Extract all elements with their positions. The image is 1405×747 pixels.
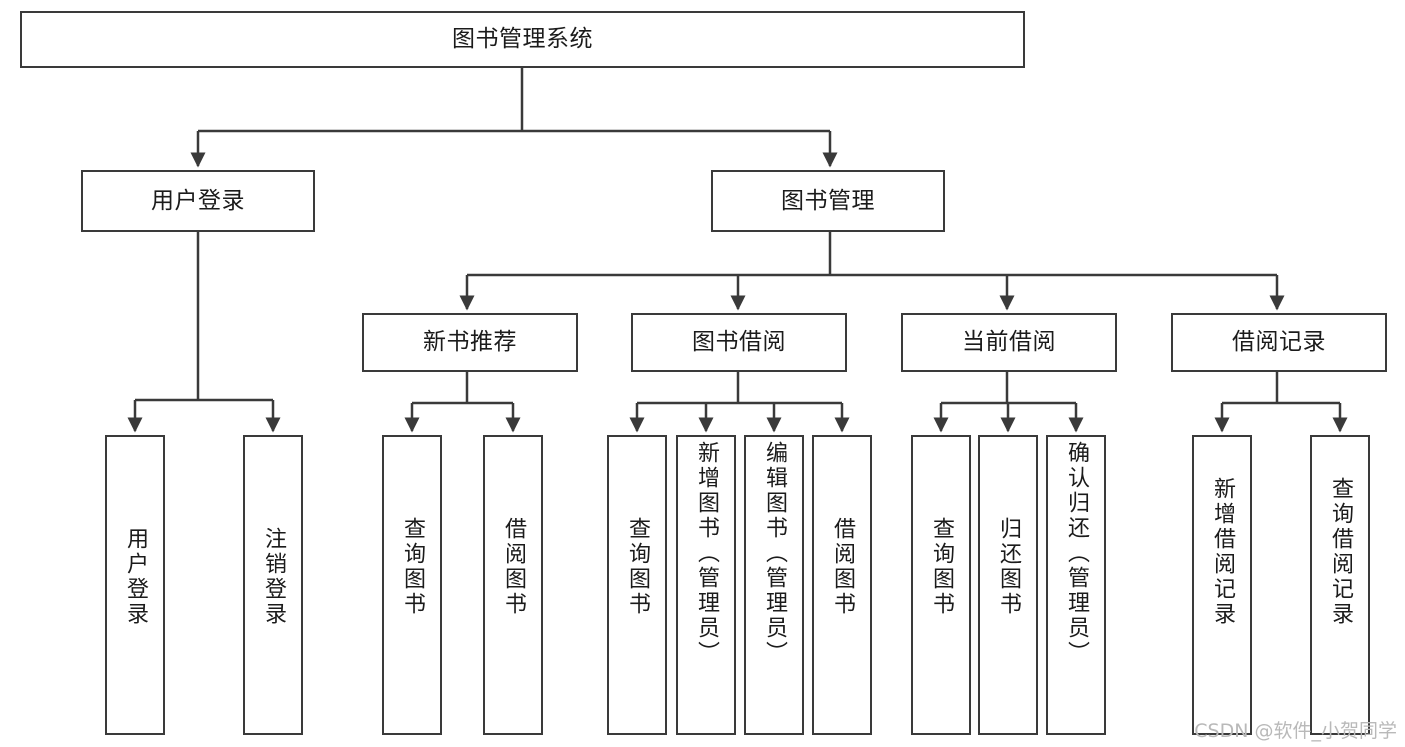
leaf-user-login[interactable]: 用户登录 <box>105 435 165 735</box>
watermark-text: CSDN @软件_小贺同学 <box>1194 720 1397 742</box>
leaf-query-book-3[interactable]: 查询图书 <box>911 435 971 735</box>
node-user-login-label: 用户登录 <box>151 187 245 214</box>
leaf-return-book-label: 归还图书 <box>996 517 1021 617</box>
leaf-add-book-label: 新增图书（管理员） <box>694 441 719 666</box>
node-book-borrow[interactable]: 图书借阅 <box>631 313 847 372</box>
leaf-confirm-return-label: 确认归还（管理员） <box>1064 441 1089 666</box>
leaf-logout[interactable]: 注销登录 <box>243 435 303 735</box>
leaf-add-record-label: 新增借阅记录 <box>1210 477 1235 627</box>
leaf-add-book[interactable]: 新增图书（管理员） <box>676 435 736 735</box>
node-new-book-recommend[interactable]: 新书推荐 <box>362 313 578 372</box>
leaf-query-record-label: 查询借阅记录 <box>1328 477 1353 627</box>
leaf-edit-book-label: 编辑图书（管理员） <box>762 441 787 666</box>
leaf-query-book-2[interactable]: 查询图书 <box>607 435 667 735</box>
node-user-login[interactable]: 用户登录 <box>81 170 315 232</box>
leaf-return-book[interactable]: 归还图书 <box>978 435 1038 735</box>
leaf-query-book-2-label: 查询图书 <box>625 517 650 617</box>
node-borrow-record-label: 借阅记录 <box>1232 329 1326 356</box>
leaf-query-book-1[interactable]: 查询图书 <box>382 435 442 735</box>
node-book-borrow-label: 图书借阅 <box>692 329 786 356</box>
leaf-query-book-3-label: 查询图书 <box>929 517 954 617</box>
leaf-borrow-book-1[interactable]: 借阅图书 <box>483 435 543 735</box>
leaf-confirm-return[interactable]: 确认归还（管理员） <box>1046 435 1106 735</box>
leaf-borrow-book-2[interactable]: 借阅图书 <box>812 435 872 735</box>
leaf-query-book-1-label: 查询图书 <box>400 517 425 617</box>
leaf-query-record[interactable]: 查询借阅记录 <box>1310 435 1370 735</box>
leaf-add-record[interactable]: 新增借阅记录 <box>1192 435 1252 735</box>
node-book-management-label: 图书管理 <box>781 187 875 214</box>
node-current-borrow[interactable]: 当前借阅 <box>901 313 1117 372</box>
leaf-edit-book[interactable]: 编辑图书（管理员） <box>744 435 804 735</box>
leaf-user-login-label: 用户登录 <box>123 527 148 627</box>
node-book-management[interactable]: 图书管理 <box>711 170 945 232</box>
node-current-borrow-label: 当前借阅 <box>962 329 1056 356</box>
leaf-borrow-book-1-label: 借阅图书 <box>501 517 526 617</box>
node-root[interactable]: 图书管理系统 <box>20 11 1025 68</box>
node-new-book-recommend-label: 新书推荐 <box>423 329 517 356</box>
node-borrow-record[interactable]: 借阅记录 <box>1171 313 1387 372</box>
leaf-logout-label: 注销登录 <box>261 527 286 627</box>
leaf-borrow-book-2-label: 借阅图书 <box>830 517 855 617</box>
node-root-label: 图书管理系统 <box>452 26 593 53</box>
